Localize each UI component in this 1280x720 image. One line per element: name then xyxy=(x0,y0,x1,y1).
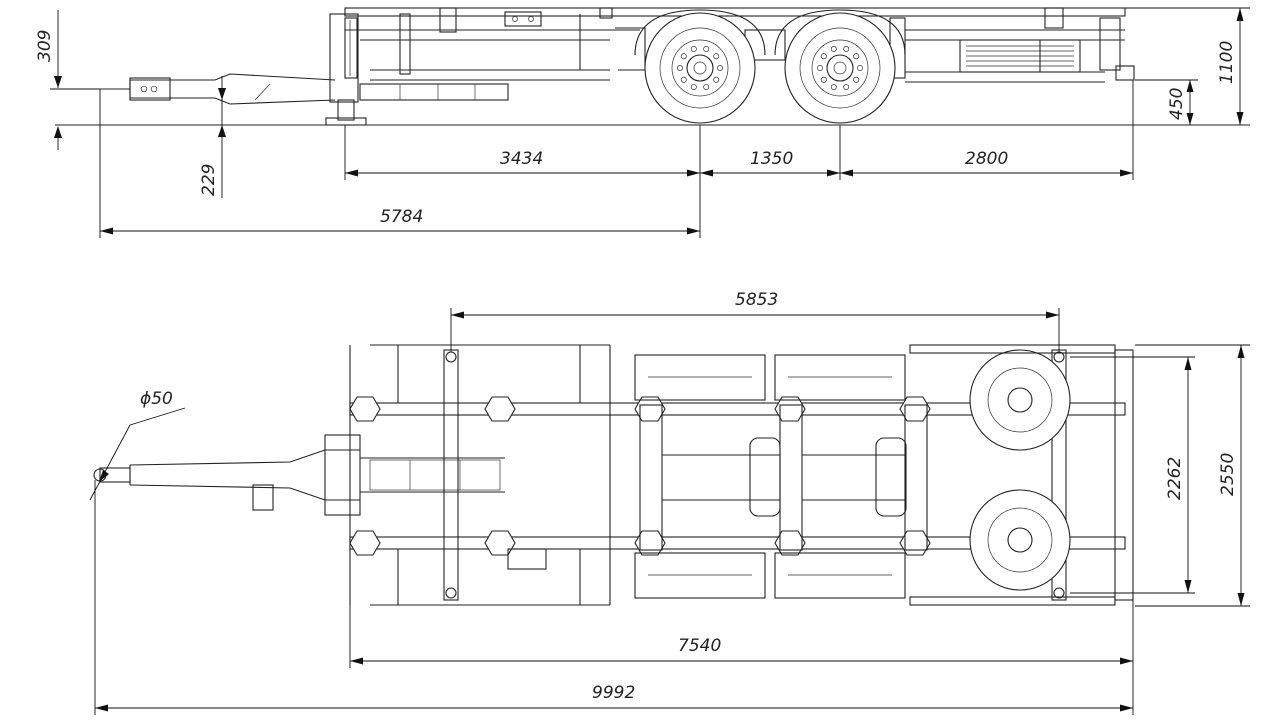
wheel-group-top xyxy=(634,354,906,599)
dim-450: 450 xyxy=(1135,79,1198,125)
top-view: 5853 ϕ50 2262 2550 xyxy=(89,290,1250,715)
dim-5784: 5784 xyxy=(100,207,700,235)
spare-wheels xyxy=(969,349,1071,591)
svg-text:2550: 2550 xyxy=(1218,453,1238,496)
dim-1350: 1350 xyxy=(700,149,840,177)
svg-text:7540: 7540 xyxy=(678,636,721,656)
svg-text:2262: 2262 xyxy=(1165,457,1185,500)
dim-9992: 9992 xyxy=(94,480,1133,715)
svg-text:2800: 2800 xyxy=(965,149,1008,169)
svg-text:ϕ50: ϕ50 xyxy=(140,389,173,409)
dim-3434: 3434 xyxy=(345,149,700,177)
svg-text:450: 450 xyxy=(1167,88,1187,120)
dim-5853: 5853 xyxy=(450,290,1060,352)
dim-7540: 7540 xyxy=(349,600,1134,715)
dim-phi50: ϕ50 xyxy=(89,389,186,501)
svg-text:9992: 9992 xyxy=(592,683,635,703)
dim-309: 309 xyxy=(35,10,100,150)
dim-2800: 2800 xyxy=(840,149,1133,177)
svg-text:3434: 3434 xyxy=(500,149,543,169)
svg-text:229: 229 xyxy=(199,164,219,196)
wheel-front xyxy=(634,9,766,124)
side-view: 309 229 3434 1350 xyxy=(35,7,1250,238)
svg-text:5853: 5853 xyxy=(735,290,778,310)
svg-text:5784: 5784 xyxy=(380,207,423,227)
dim-2262: 2262 xyxy=(1070,356,1195,594)
svg-text:1100: 1100 xyxy=(1217,41,1237,84)
wheel-rear xyxy=(774,9,906,124)
svg-text:309: 309 xyxy=(35,30,55,62)
dim-2550: 2550 xyxy=(1135,344,1250,607)
dim-1100: 1100 xyxy=(1125,7,1250,125)
dim-229: 229 xyxy=(199,76,226,198)
svg-text:1350: 1350 xyxy=(750,149,793,169)
